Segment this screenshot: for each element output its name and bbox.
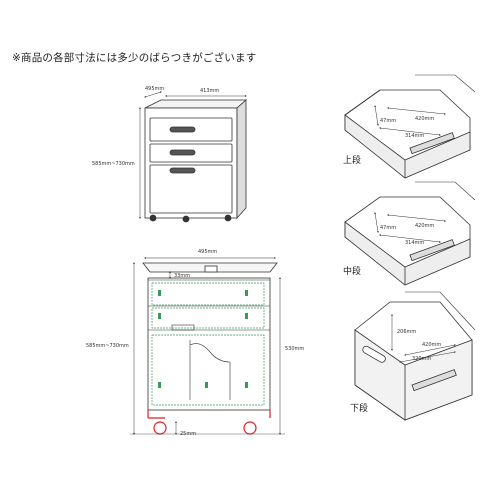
upper-drawer-label: 上段 [343,154,361,166]
lower-depth-label: 420mm [422,342,441,348]
upper-depth-label: 420mm [415,116,434,122]
overview-height-label: 585mm~730mm [92,161,135,167]
front-caster-gap-label: 25mm [180,431,196,437]
front-inner-height-label: 530mm [285,346,304,352]
front-top-gap-label: 33mm [174,273,190,279]
middle-drawer-label: 中段 [343,265,361,277]
middle-width-label: 314mm [405,240,424,246]
front-section [130,257,285,435]
middle-drawer [344,181,476,286]
overview-cabinet [139,91,248,223]
overview-width-label: 413mm [200,88,219,94]
overview-depth-label: 495mm [145,86,164,92]
lower-drawer [354,291,476,421]
upper-drawer [344,74,476,179]
upper-width-label: 314mm [405,133,424,139]
lower-drawer-label: 下段 [350,402,368,414]
middle-depth-label: 420mm [415,223,434,229]
front-height-label: 585mm~730mm [86,343,129,349]
disclaimer-note: ※商品の各部寸法には多少のばらつきがございます [12,52,257,64]
middle-height-label: 47mm [380,225,396,231]
lower-height-label: 206mm [397,329,416,335]
upper-height-label: 47mm [380,118,396,124]
lower-width-label: 320mm [412,356,431,362]
front-width-label: 495mm [198,249,217,255]
